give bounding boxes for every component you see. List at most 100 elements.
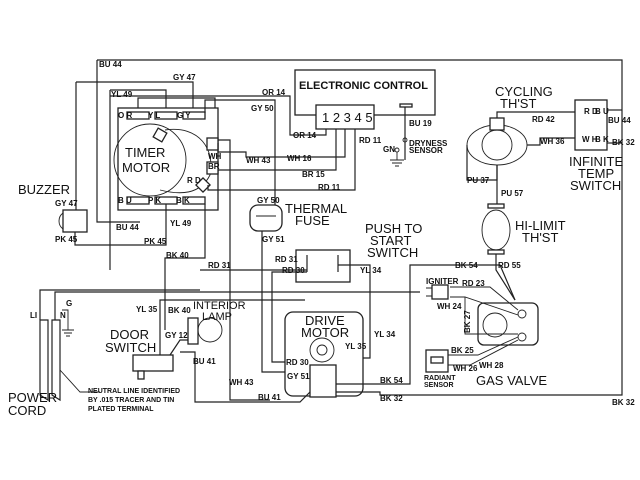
wire-yl35 — [159, 299, 305, 355]
buzzer-label: BUZZER — [18, 182, 70, 197]
wire-label-rd55: RD 55 — [498, 261, 521, 270]
power-cord-left — [39, 319, 49, 402]
power-cord-label-2: CORD — [8, 403, 46, 418]
wire-label-gy51-motor: GY 51 — [287, 372, 310, 381]
wire-label-gy50-top: GY 50 — [251, 104, 274, 113]
drive-motor-connector — [309, 364, 337, 398]
wire-or14 — [110, 95, 327, 136]
wire-label-pk45-buzzer: PK 45 — [55, 235, 78, 244]
timer-motor-body — [113, 123, 187, 197]
push-to-start-label-2: START — [370, 233, 411, 248]
cycling-thst-label-1: CYCLING — [495, 84, 553, 99]
wire-label-rd23: RD 23 — [462, 279, 485, 288]
wire-label-yl34-lower: YL 34 — [374, 330, 396, 339]
wire-label-gy12: GY 12 — [165, 331, 188, 340]
wire-rd11 — [207, 129, 356, 191]
dryness-sensor-label-1: DRYNESS — [409, 139, 448, 148]
wire-wh26 — [448, 339, 519, 366]
timer-motor-label-2: MOTOR — [122, 160, 170, 175]
push-to-start-label-3: SWITCH — [367, 245, 418, 260]
wire-label-bk32-corner: BK 32 — [612, 398, 635, 407]
cord-label-line: LI — [30, 311, 37, 320]
door-switch-label-1: DOOR — [110, 327, 149, 342]
wire-label-or14: OR 14 — [293, 131, 317, 140]
wire-label-yl49: YL 49 — [170, 219, 192, 228]
radiant-sensor-window — [430, 356, 444, 364]
wire-bk54 — [336, 264, 516, 385]
gas-valve-label: GAS VALVE — [476, 373, 547, 388]
hi-limit-body — [481, 209, 511, 251]
hi-limit-label-1: HI-LIMIT — [515, 218, 566, 233]
wire-yl49 — [110, 89, 167, 113]
gas-valve-coil — [482, 312, 508, 338]
buzzer-box — [62, 209, 88, 233]
wire-bu44-left — [96, 60, 140, 223]
interior-lamp-label-1: INTERIOR — [193, 300, 246, 312]
hi-limit-bottom — [487, 249, 505, 255]
wire-neutral — [54, 291, 420, 320]
interior-lamp-socket — [187, 317, 199, 345]
wire-label-rd30: RD 30 — [282, 266, 305, 275]
wire-label-gy47: GY 47 — [173, 73, 196, 82]
dryness-sensor-label-2: SENSOR — [409, 146, 443, 155]
interior-lamp-bulb — [197, 317, 223, 343]
wire-label-rd42: RD 42 — [532, 115, 555, 124]
control-pin-numbers: 1 2 3 4 5 — [322, 110, 373, 125]
door-switch-plunger — [137, 370, 145, 380]
wire-label-rd11: RD 11 — [318, 183, 341, 192]
timer-terminal-yl — [154, 111, 178, 120]
timer-terminal-or — [126, 111, 150, 120]
drive-motor-center — [316, 344, 328, 356]
wire-bu44-top — [97, 59, 623, 396]
wire-bk25 — [448, 336, 519, 356]
terminal-label-bk: B K — [176, 196, 190, 205]
wire-bk40 — [164, 204, 206, 330]
thermal-fuse-label-2: FUSE — [295, 213, 330, 228]
wire-label-wh28: WH 28 — [479, 361, 504, 370]
wire-rd23 — [450, 286, 519, 311]
wire-label-bk25: BK 25 — [451, 346, 474, 355]
cord-label-neutral: N — [60, 311, 66, 320]
cycling-thermostat-top — [489, 117, 505, 131]
terminal-label-yl: Y L — [148, 111, 160, 120]
timer-terminal-bu — [126, 196, 150, 205]
wire-rd42 — [496, 111, 580, 118]
infinite-terminal-wh: W H — [582, 135, 598, 144]
infinite-terminal-bu: B U — [595, 107, 609, 116]
wire-label-wh24: WH 24 — [437, 302, 462, 311]
infinite-label-3: SWITCH — [570, 178, 621, 193]
infinite-label-2: TEMP — [578, 166, 614, 181]
dryness-sensor-terminal — [402, 137, 408, 143]
wire-label-gy47-buzzer: GY 47 — [55, 199, 78, 208]
wire-label-yl34: YL 34 — [360, 266, 382, 275]
timer-cam — [159, 128, 212, 194]
note-pointer — [59, 369, 100, 393]
wire-line — [39, 289, 200, 320]
wire-label-bu19: BU 19 — [409, 119, 432, 128]
neutral-note-line-1: NEUTRAL LINE IDENTIFIED — [88, 388, 180, 395]
wire-bk32-bottom — [336, 391, 500, 396]
wire-ground — [62, 309, 74, 337]
wire-gy50 — [204, 99, 276, 215]
wire-label-wh16: WH 16 — [287, 154, 312, 163]
wire-label-bu44-timer: BU 44 — [116, 223, 139, 232]
wire-label-yl49-top: YL 49 — [111, 90, 133, 99]
terminal-label-or: O R — [118, 111, 132, 120]
gas-valve-body — [477, 302, 539, 346]
thermal-fuse — [249, 204, 283, 232]
wire-label-bk27: BK 27 — [463, 310, 472, 333]
wire-timer-top-loop — [137, 97, 216, 113]
wire-label-rd31: RD 31 — [275, 255, 298, 264]
ground-icon — [390, 152, 404, 167]
wire-label-or14-top: OR 14 — [262, 88, 286, 97]
wire-label-gy50: GY 50 — [257, 196, 280, 205]
wire-label-yl35: YL 35 — [136, 305, 158, 314]
thermal-fuse-label-1: THERMAL — [285, 201, 347, 216]
wire-gy47 — [76, 81, 194, 113]
wire-label-bk54: BK 54 — [455, 261, 478, 270]
dryness-sensor-contact — [399, 103, 413, 108]
wire-label-br15: BR 15 — [302, 170, 325, 179]
buzzer-icon — [58, 212, 64, 230]
radiant-sensor-label-2: SENSOR — [424, 382, 454, 389]
wire-label-wh43: WH 43 — [246, 156, 271, 165]
